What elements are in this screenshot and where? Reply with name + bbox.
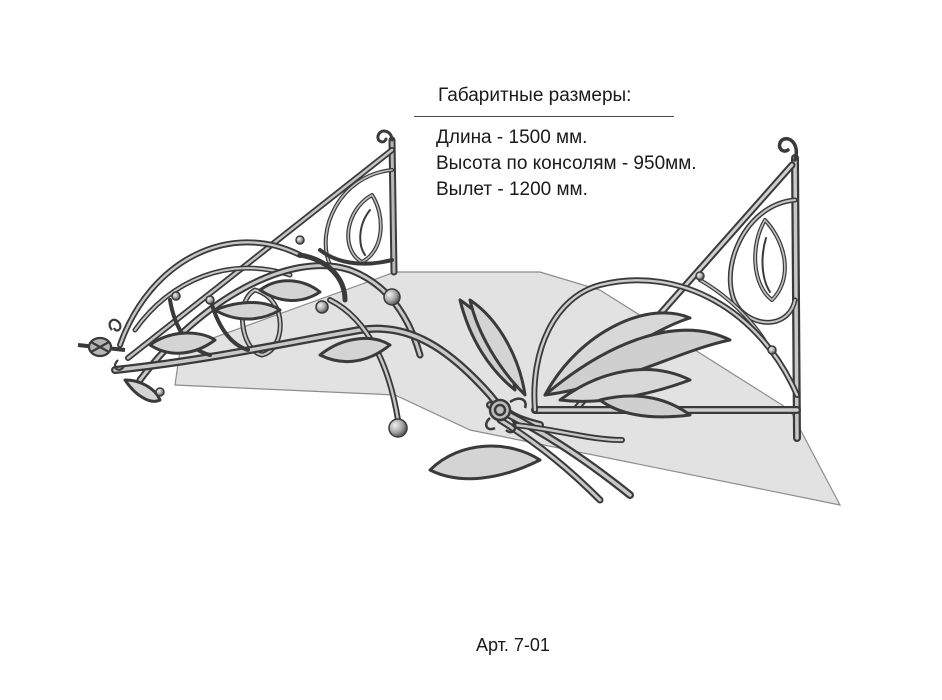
left-console-bracket	[125, 129, 398, 361]
left-finial-ornament	[77, 318, 126, 371]
dimension-length: Длина - 1500 мм.	[436, 127, 588, 148]
dimension-projection: Вылет - 1200 мм.	[436, 179, 588, 200]
dimensions-title: Габаритные размеры:	[414, 84, 674, 117]
article-number: Арт. 7-01	[476, 635, 550, 655]
dimensions-block: Габаритные размеры: Длина - 1500 мм. Выс…	[414, 84, 697, 203]
center-rosette	[484, 397, 527, 434]
right-leaves	[543, 311, 732, 419]
left-leaves	[123, 279, 542, 481]
ball-tips	[155, 235, 777, 438]
dimensions-list: Длина - 1500 мм. Высота по консолям - 95…	[414, 117, 697, 203]
dimension-height: Высота по консолям - 950мм.	[436, 153, 697, 174]
right-console-bracket	[531, 137, 801, 442]
